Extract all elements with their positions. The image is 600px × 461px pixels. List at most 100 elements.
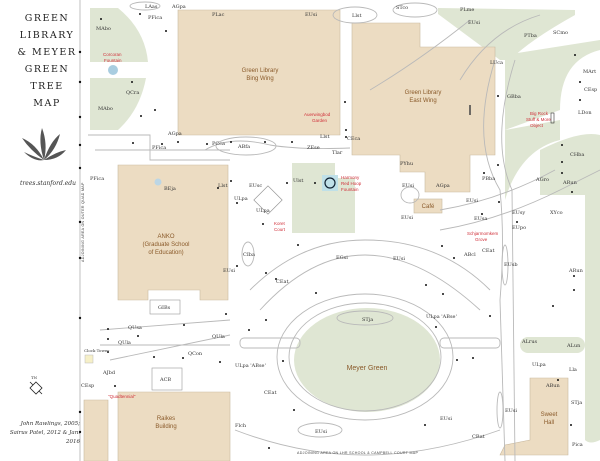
tree-label: EUsi: [440, 416, 452, 422]
tree-label: CEsp: [81, 383, 94, 389]
tree-label: PFica: [148, 15, 162, 21]
title-line: GREEN: [24, 13, 70, 24]
tree-label: CEat: [264, 390, 276, 396]
paths: [79, 0, 600, 461]
tree-label: ABfa: [237, 144, 250, 150]
red-hoop-label: Harmony: [341, 175, 360, 180]
tree-label: EUsi: [393, 256, 405, 262]
garden-label: Auerwingbod: [304, 112, 331, 117]
north-arrow-icon: [29, 381, 43, 395]
credit-line: Sairus Patel, 2012 & Jan. 2016: [9, 430, 80, 445]
tree-label: EUsi: [402, 183, 414, 189]
gibs-label: GIBs: [158, 305, 171, 311]
fountain-label: Corcoran: [103, 52, 122, 57]
tree-label: PBba: [482, 176, 495, 182]
anko-label-3: of Education): [148, 250, 183, 256]
tree-label: ALrus: [521, 339, 538, 345]
left-adjoining-note: ADJOINING AREA ON OUTER QUAD MAP: [81, 182, 85, 262]
tree-label: PTba: [524, 33, 537, 39]
tree-label: ULpa 'ABse': [426, 314, 457, 320]
credits: John Rawlings, 2005; Sairus Patel, 2012 …: [0, 420, 80, 447]
map-title: GREEN LIBRARY & MEYER GREEN TREE MAP: [6, 10, 88, 112]
title-line: MAP: [33, 98, 61, 109]
cafe-label: Café: [422, 204, 435, 210]
tree-label: SCmo: [553, 30, 568, 36]
tree-label: ALun: [566, 343, 581, 349]
credit-line: John Rawlings, 2005;: [20, 421, 80, 427]
tree-label: QUla: [118, 340, 131, 346]
tree-label: PLme: [460, 7, 474, 13]
tree-label: QUsa: [128, 325, 142, 331]
tree-label: EUsi: [468, 20, 480, 26]
grove-label: Schjarmomkem: [467, 231, 499, 236]
tree-label: ABun: [545, 383, 561, 389]
tree-label: STja: [362, 317, 373, 323]
red-hoop-fountain-icon: [322, 175, 338, 191]
koret-label: Koret: [274, 221, 286, 226]
tree-label: XYco: [550, 210, 563, 216]
big-rock-label-2: Stuff & More: [526, 117, 551, 122]
corcoran-fountain-icon: [108, 65, 118, 75]
tree-label: EUsi: [401, 215, 413, 221]
tree-label: ULpa: [532, 362, 546, 368]
tree-label: CEca: [347, 136, 360, 142]
tree-label: EGsi: [336, 255, 348, 261]
title-line: GREEN: [24, 64, 70, 75]
bottom-adjoining-note: ADJOINING AREA ON LHR SCHOOL & CAMPBELL …: [297, 451, 418, 455]
tree-label: STja: [571, 400, 582, 406]
tree-label: Flch: [235, 423, 247, 429]
tree-label: AGro: [535, 177, 549, 183]
title-line: & MEYER: [17, 47, 77, 58]
tree-labels: LAas PFica AGpa MAbo QCra MAbo AGpa PFic…: [81, 4, 597, 448]
tree-label: CRat: [472, 434, 485, 440]
leaf-logo-icon: [22, 128, 66, 161]
tree-label: AGpa: [435, 183, 450, 189]
tree-label: EUsi: [466, 198, 478, 204]
tree-label: EUsi: [305, 12, 317, 18]
tree-label: PLac: [212, 12, 225, 18]
sweet-hall-label: Sweet: [541, 412, 558, 418]
fountain-label-2: Fountain: [104, 58, 122, 63]
tree-label: MAbo: [98, 106, 113, 112]
tree-label: EUsb: [504, 262, 518, 268]
koret-label-2: Court: [274, 227, 286, 232]
tree-label: Ulst: [293, 178, 303, 184]
tree-label: Pica: [572, 442, 583, 448]
tree-label: EUsi: [505, 408, 517, 414]
tree-label: ABcl: [463, 252, 476, 258]
buildings: [83, 9, 569, 461]
tree-label: CHba: [570, 152, 584, 158]
tree-label: EUsy: [512, 210, 525, 216]
tree-label: LDon: [578, 110, 592, 116]
big-rock-label-3: Object: [530, 123, 544, 128]
tree-label: MArt: [583, 69, 596, 75]
tree-label: Llst: [352, 13, 362, 19]
tree-label: QCra: [126, 90, 139, 96]
tree-label: EUsi: [315, 429, 327, 435]
title-line: TREE: [30, 81, 64, 92]
tree-label: EUsc: [249, 183, 262, 189]
lawns: [90, 8, 600, 443]
bing-wing-label-2: Bing Wing: [246, 76, 273, 82]
tree-label: EUsi: [223, 268, 235, 274]
tree-label: MAbo: [96, 26, 111, 32]
title-line: LIBRARY: [19, 30, 75, 41]
tree-label: PFica: [152, 145, 166, 151]
tree-label: AGpa: [167, 131, 182, 137]
clock-tower-label: Clock Tower: [84, 348, 109, 353]
tree-label: Llst: [218, 183, 228, 189]
tree-markers: [78, 13, 581, 449]
tree-label: GBba: [507, 94, 521, 100]
website-link[interactable]: trees.stanford.edu: [19, 180, 76, 187]
tree-label: ULpa: [256, 208, 270, 214]
acb-label: ACB: [159, 377, 171, 383]
tree-label: CIba: [243, 252, 255, 258]
tree-label: PCca: [212, 141, 225, 147]
red-hoop-label-3: Fountain: [341, 187, 359, 192]
east-wing-label-2: East Wing: [409, 98, 436, 104]
tree-label: Llst: [320, 134, 330, 140]
tree-label: PFica: [90, 176, 104, 182]
meyer-green-label: Meyer Green: [347, 365, 388, 372]
tree-label: ZEse: [307, 145, 320, 151]
grove-label-2: Grove: [475, 237, 488, 242]
